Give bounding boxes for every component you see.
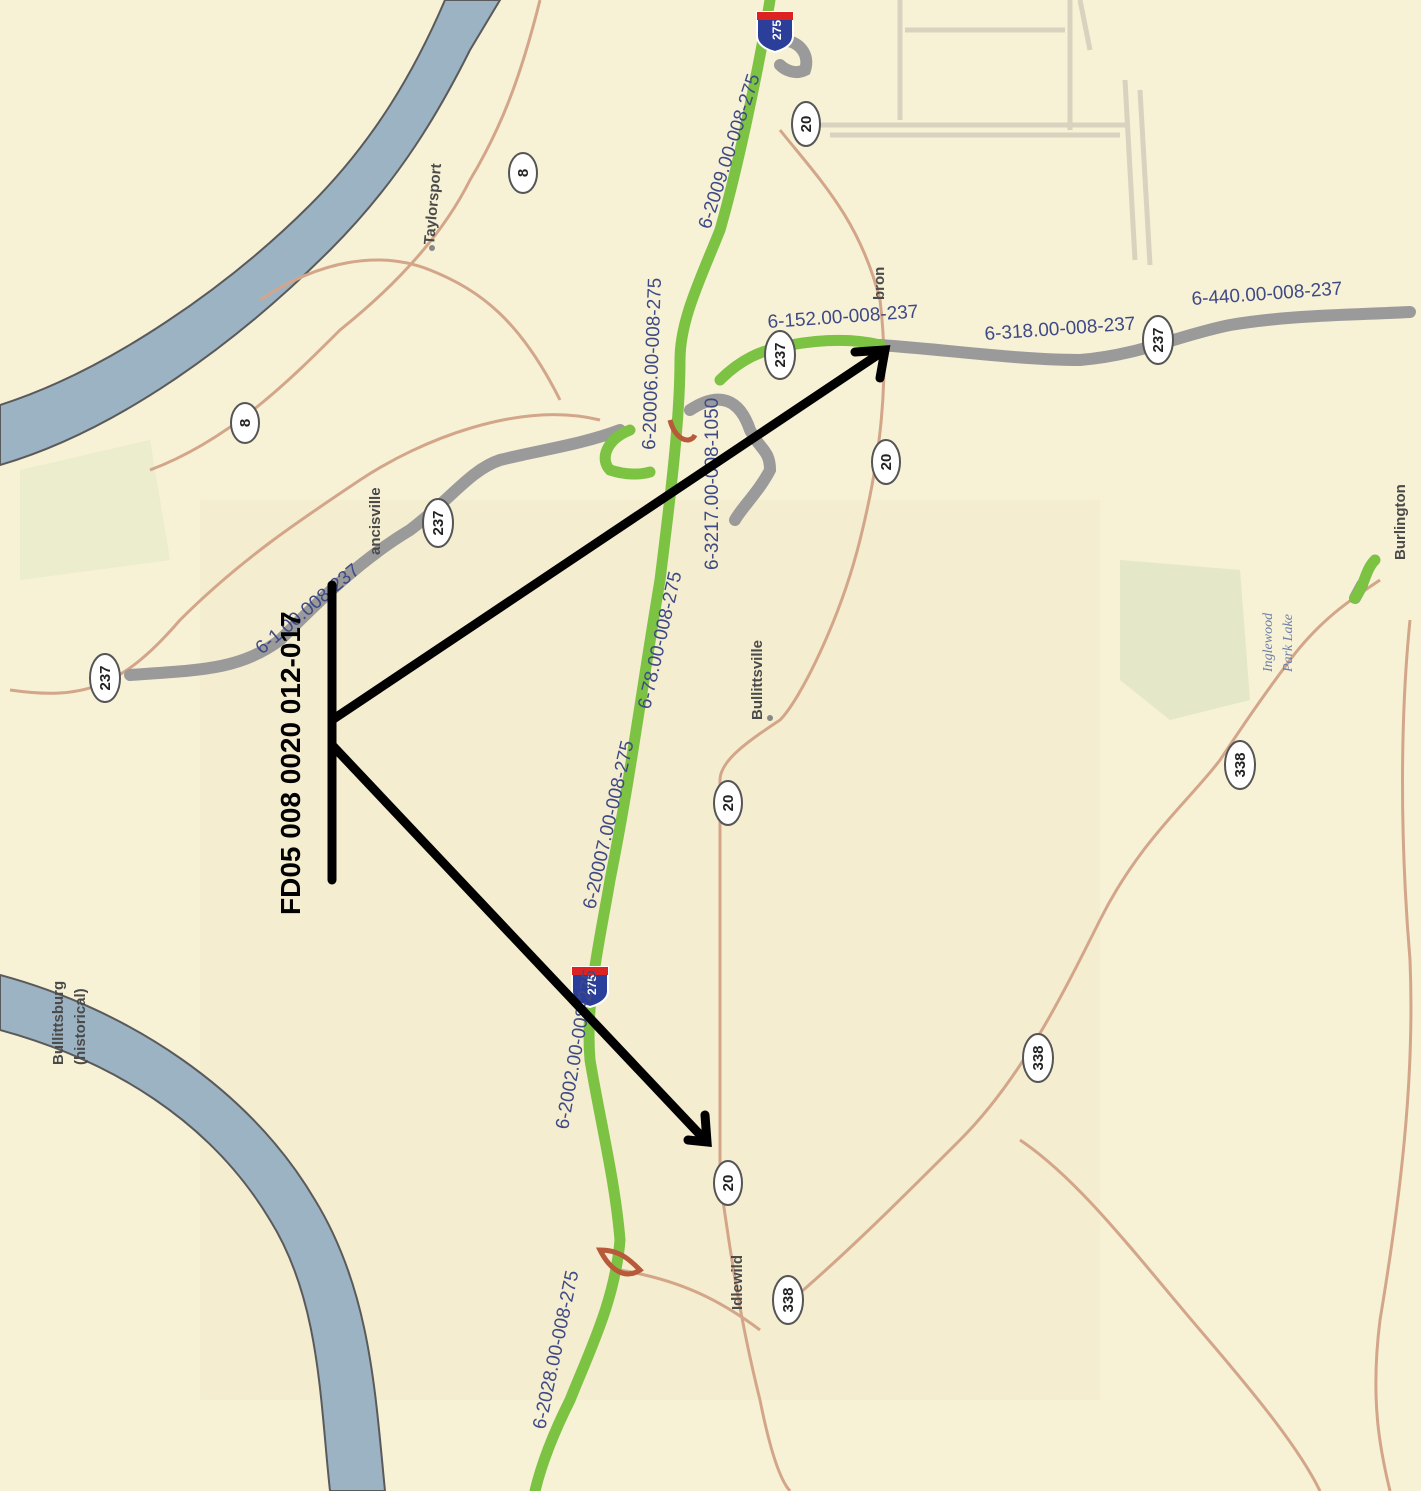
place-taylorsport-dot [429, 245, 435, 251]
ky237-shield-east: 237 [1142, 315, 1174, 365]
svg-text:237: 237 [1150, 327, 1167, 352]
airport [820, 0, 1153, 266]
ky20-shield-airport: 20 [791, 101, 821, 147]
ky237-shield-hebron: 237 [764, 330, 796, 380]
ky8-shield-south: 8 [230, 402, 260, 444]
place-francisville: ancisville [367, 487, 384, 555]
ky8-shield-north: 8 [508, 152, 538, 194]
lake-label-1: Inglewood [1261, 612, 1276, 673]
ohio-river-lower [0, 973, 387, 1491]
svg-text:237: 237 [430, 510, 447, 535]
place-bullittsburg: Bullittsburg [50, 981, 67, 1065]
callout-arrowhead-idlewild [683, 1110, 712, 1148]
svg-text:20: 20 [878, 454, 895, 471]
svg-text:8: 8 [237, 419, 254, 427]
segment-label-ky1050: 6-3217.00-008-1050 [702, 398, 723, 570]
place-bullittsburg-historical: (historical) [72, 988, 89, 1065]
ky338-shield-middle: 338 [1022, 1033, 1054, 1083]
svg-text:237: 237 [772, 342, 789, 367]
svg-text:8: 8 [515, 169, 532, 177]
ky237-shield-francisville: 237 [422, 498, 454, 548]
i275-shield-south-text: 275 [585, 975, 599, 995]
ky20-shield-idlewild: 20 [713, 1160, 743, 1206]
svg-text:338: 338 [780, 1287, 797, 1312]
place-bullittsville: Bullittsville [749, 640, 766, 720]
svg-text:20: 20 [720, 1175, 737, 1192]
ky20-shield-hebron: 20 [871, 439, 901, 485]
svg-text:20: 20 [720, 795, 737, 812]
ky338-shield-south: 338 [772, 1275, 804, 1325]
i275-shield-north: 275 [756, 11, 794, 54]
lake-label-2: Park Lake [1281, 614, 1296, 673]
callout-label: FD05 008 0020 012-017 [275, 611, 306, 915]
svg-text:338: 338 [1232, 752, 1249, 777]
place-hebron: bron [871, 267, 888, 300]
forest-area-2 [20, 440, 170, 580]
ohio-river-upper [0, 0, 502, 467]
burlington-spur [1349, 554, 1381, 604]
ky20-shield-bullittsville: 20 [713, 780, 743, 826]
svg-text:237: 237 [97, 665, 114, 690]
callout-arrow-idlewild [327, 740, 710, 1145]
callout-arrowhead-hebron [850, 345, 891, 383]
callout-arrow-hebron [327, 345, 890, 725]
interchanges [595, 419, 698, 1277]
svg-text:338: 338 [1030, 1045, 1047, 1070]
interstate-275 [529, 0, 776, 1491]
ky338-shield-north: 338 [1224, 740, 1256, 790]
place-burlington: Burlington [1392, 484, 1409, 560]
svg-text:20: 20 [798, 116, 815, 133]
i275-shield-north-text: 275 [770, 20, 784, 40]
forest-area [1120, 560, 1250, 720]
ky8-spur-green [599, 424, 656, 480]
ky237-shield-west: 237 [89, 653, 121, 703]
place-idlewild: Idlewild [729, 1255, 746, 1310]
place-bullittsville-dot [767, 715, 773, 721]
callout-annotation [327, 345, 891, 1148]
